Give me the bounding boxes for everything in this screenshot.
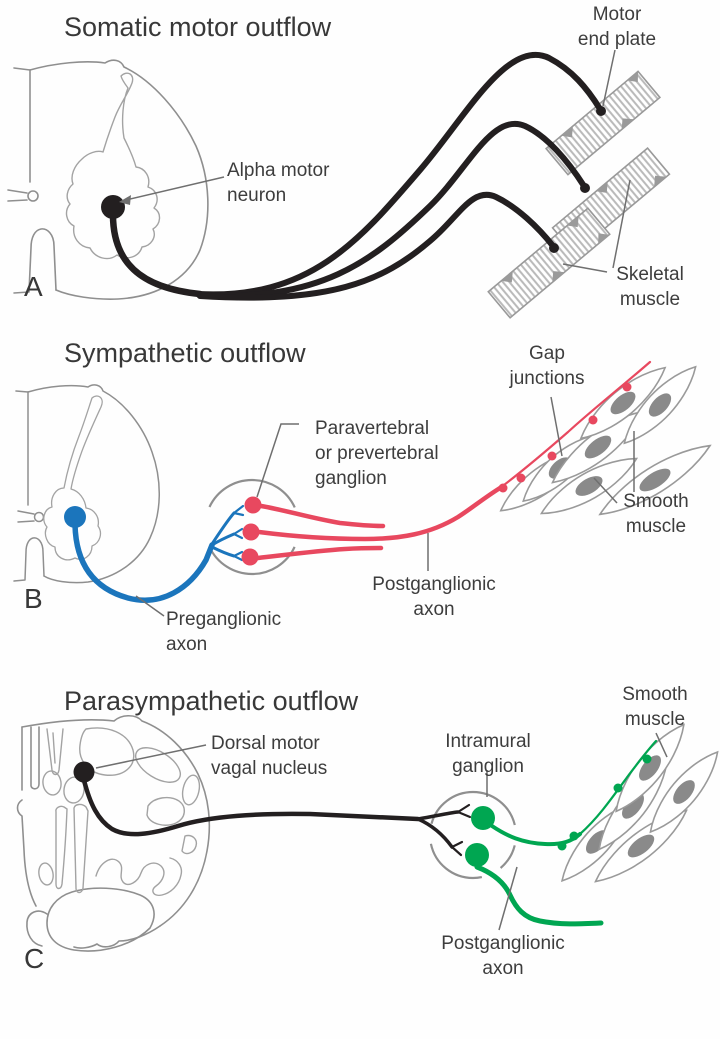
gray-matter-a <box>65 72 161 260</box>
intramural-ganglion-circle <box>428 790 518 880</box>
label-smooth-muscle-c: Smooth muscle <box>622 684 688 730</box>
smooth-muscle-bundle-c <box>560 723 719 883</box>
label-dorsal-motor-vagal-nucleus: Dorsal motor vagal nucleus <box>211 733 328 779</box>
panel-c-title: Parasympathetic outflow <box>64 686 359 716</box>
leader-lines-c <box>95 732 668 931</box>
skeletal-muscle-fibers <box>487 70 671 319</box>
vagal-preganglionic-neuron <box>81 777 472 857</box>
label-alpha-motor-neuron: Alpha motor neuron <box>227 160 330 206</box>
label-motor-end-plate: Motor end plate <box>577 4 657 50</box>
green-junction-dots <box>557 754 652 851</box>
panel-letter-a: A <box>24 271 43 302</box>
panel-c-parasympathetic <box>16 714 719 952</box>
smooth-muscle-bundle-b <box>499 365 712 516</box>
panel-a-title: Somatic motor outflow <box>64 12 332 42</box>
label-preganglionic-axon: Preganglionic axon <box>166 609 282 655</box>
panel-b-sympathetic <box>13 360 712 617</box>
spinal-cord-section-b <box>13 384 160 584</box>
leader-arrowhead <box>119 195 131 205</box>
preganglionic-soma-blue <box>64 506 86 528</box>
panel-letter-b: B <box>24 583 43 614</box>
alpha-motor-neuron-soma <box>101 195 125 219</box>
postganglionic-somata-green <box>465 806 495 867</box>
gray-matter-b <box>43 395 103 561</box>
panel-a-somatic <box>7 49 671 319</box>
brainstem-section <box>16 714 211 952</box>
postganglionic-somata-red <box>241 496 262 566</box>
leader-lines-a <box>125 49 631 273</box>
dorsal-motor-vagal-soma <box>73 761 95 783</box>
gap-junction-dots <box>498 382 632 493</box>
leader-lines-b <box>135 396 635 617</box>
label-intramural-ganglion: Intramural ganglion <box>445 731 531 777</box>
spinal-cord-section-a <box>7 59 209 300</box>
label-postganglionic-axon-b: Postganglionic axon <box>372 574 496 620</box>
panel-letter-c: C <box>24 943 45 974</box>
label-postganglionic-axon-c: Postganglionic axon <box>441 933 565 979</box>
label-gap-junctions: Gap junctions <box>509 343 585 389</box>
label-smooth-muscle-b: Smooth muscle <box>623 491 689 537</box>
paravertebral-ganglion-circle <box>203 478 301 576</box>
preganglionic-neuron-b <box>72 504 245 603</box>
alpha-motor-neuron-axons <box>109 52 606 301</box>
label-paravertebral-ganglion: Paravertebral or prevertebral ganglion <box>315 418 439 489</box>
panel-b-title: Sympathetic outflow <box>64 338 306 368</box>
label-skeletal-muscle: Skeletal muscle <box>616 264 684 310</box>
